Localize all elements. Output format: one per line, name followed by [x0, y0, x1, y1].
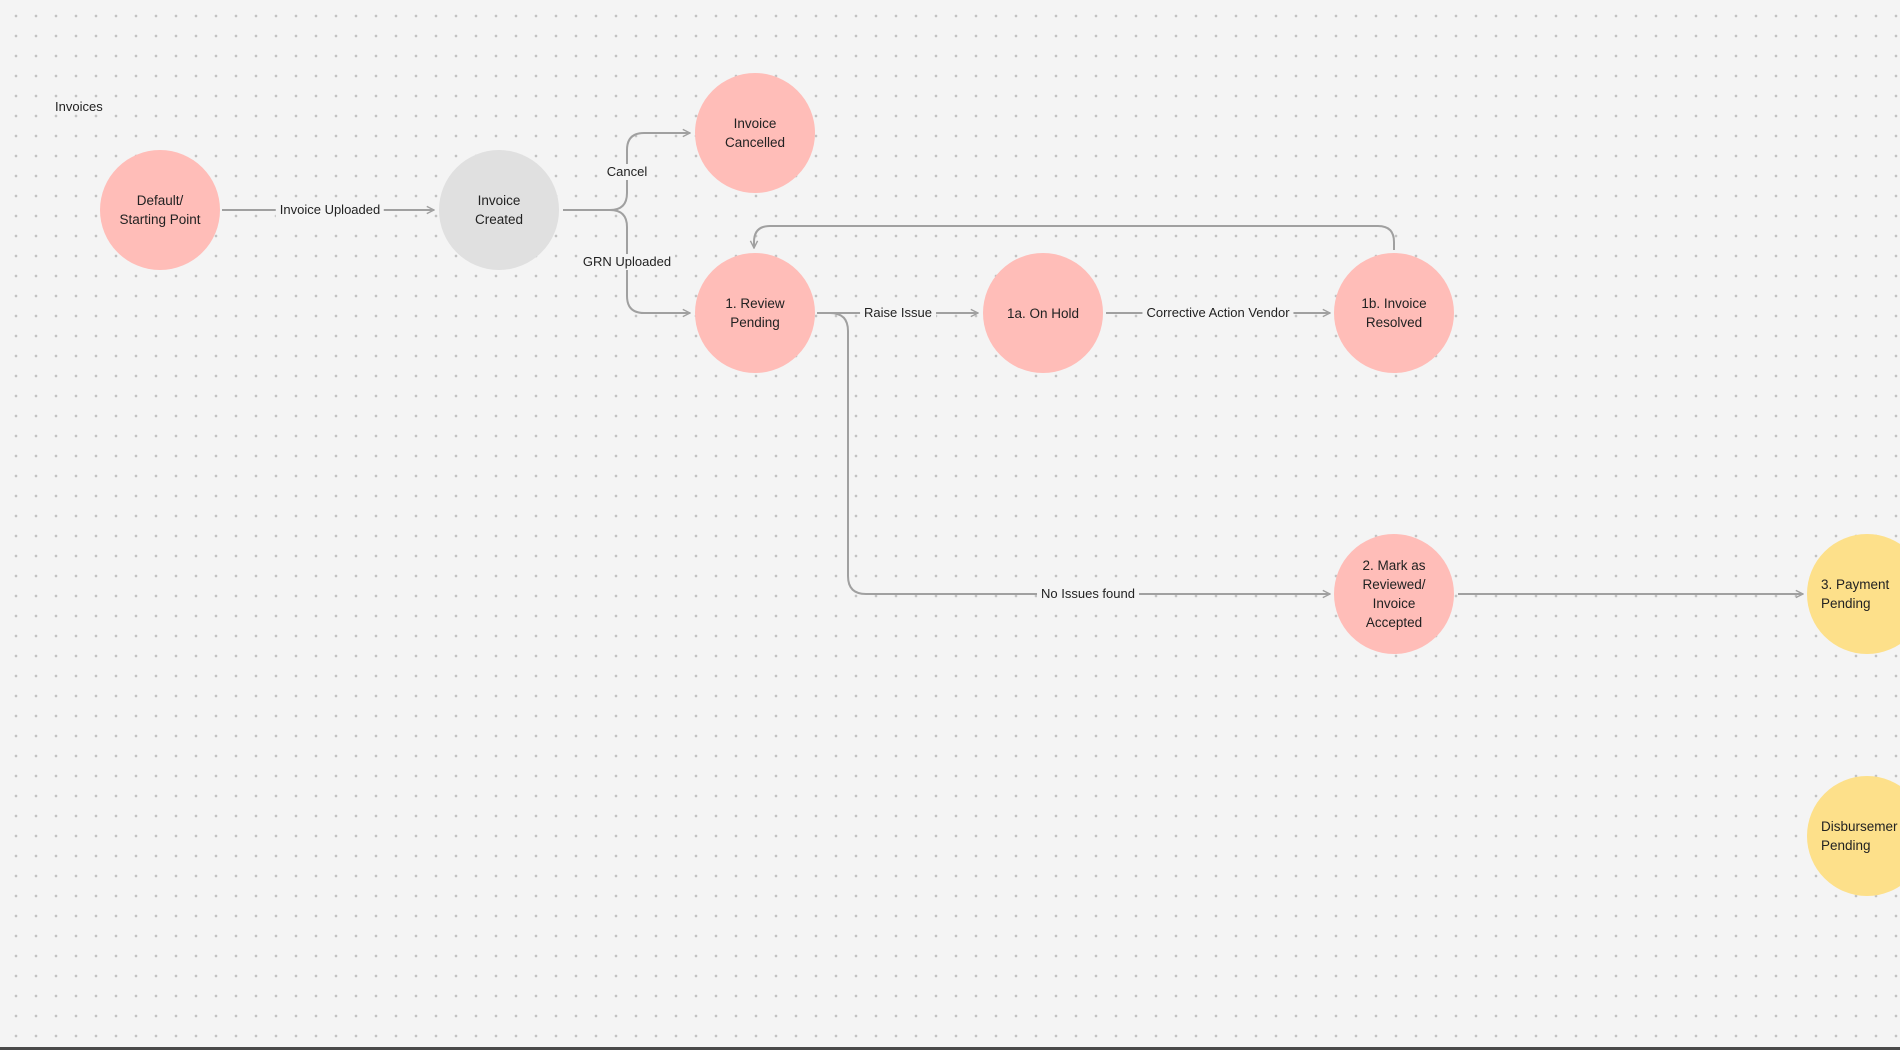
edge-label-grn-uploaded: GRN Uploaded	[578, 254, 676, 270]
state-review-pending[interactable]: 1. Review Pending	[695, 253, 815, 373]
edge-grn-uploaded[interactable]	[609, 209, 690, 313]
state-invoice-cancelled[interactable]: Invoice Cancelled	[695, 73, 815, 193]
state-on-hold[interactable]: 1a. On Hold	[983, 253, 1103, 373]
state-invoice-resolved[interactable]: 1b. Invoice Resolved	[1334, 253, 1454, 373]
state-disbursement-pending[interactable]: Disbursemer Pending	[1807, 776, 1900, 896]
frame-title: Invoices	[55, 99, 103, 114]
state-invoice-created[interactable]: Invoice Created	[439, 150, 559, 270]
edge-label-cancel: Cancel	[602, 164, 652, 180]
state-mark-as-reviewed[interactable]: 2. Mark as Reviewed/ Invoice Accepted	[1334, 534, 1454, 654]
edge-label-invoice-uploaded: Invoice Uploaded	[275, 202, 385, 218]
edge-label-corrective-action: Corrective Action Vendor	[1142, 305, 1294, 321]
edge-label-raise-issue: Raise Issue	[860, 305, 936, 321]
state-payment-pending[interactable]: 3. Payment Pending	[1807, 534, 1900, 654]
bottom-edge-bar	[0, 1047, 1900, 1050]
edge-resolved-to-review[interactable]	[754, 225, 1395, 250]
edge-label-no-issues: No Issues found	[1037, 586, 1139, 602]
state-default-starting-point[interactable]: Default/ Starting Point	[100, 150, 220, 270]
edge-no-issues[interactable]	[818, 312, 1330, 594]
